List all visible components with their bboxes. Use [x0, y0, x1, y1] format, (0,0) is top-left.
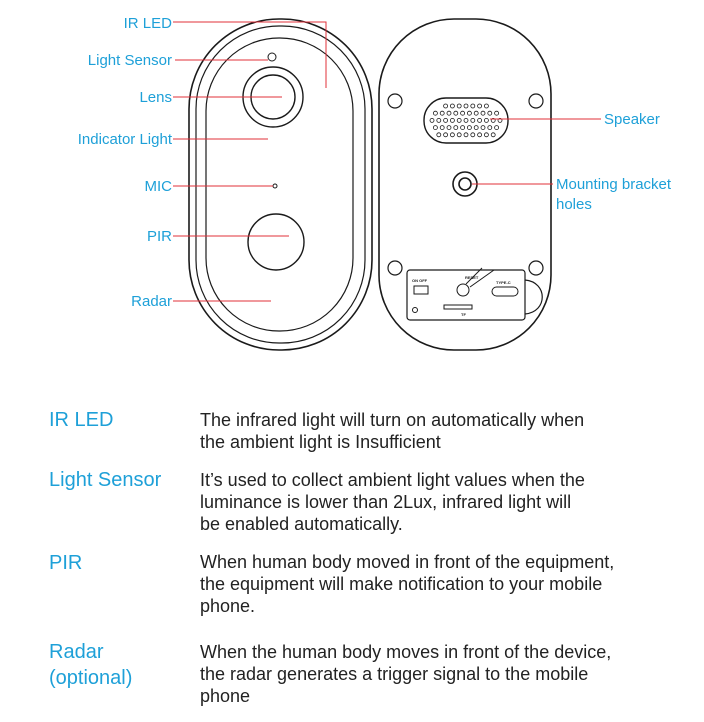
speaker-label: Speaker	[604, 111, 660, 128]
tf-text: TF	[461, 312, 466, 317]
device-diagram: ON OFF RESET TYPE-C TF IR LED Light Sens…	[78, 15, 672, 351]
speaker-hole	[463, 103, 469, 109]
desc-text: The infrared light will turn on automati…	[200, 410, 585, 452]
speaker-hole	[483, 103, 489, 109]
speaker-hole	[473, 125, 479, 130]
back-led-hole	[412, 307, 418, 313]
speaker-hole	[449, 118, 455, 123]
type-c-text: TYPE-C	[496, 280, 511, 285]
radar-label: Radar	[131, 293, 172, 310]
type-c-port	[491, 286, 519, 297]
pir-label: PIR	[147, 228, 172, 245]
tf-card-slot	[443, 304, 473, 310]
speaker-hole	[456, 132, 462, 138]
front-outer-shell	[188, 18, 373, 351]
reset-button	[456, 283, 470, 297]
speaker-hole	[483, 118, 489, 123]
back-screw-top-left	[387, 93, 403, 109]
speaker-hole	[494, 125, 500, 130]
speaker-hole	[466, 125, 472, 130]
mounting-label-line1: Mounting bracket	[556, 176, 672, 193]
lens-label: Lens	[139, 89, 172, 106]
desc-term: Radar (optional)	[49, 641, 133, 689]
speaker-grille	[423, 97, 509, 144]
speaker-hole	[477, 103, 483, 109]
speaker-hole	[480, 125, 486, 130]
speaker-hole	[436, 118, 442, 123]
speaker-hole	[470, 132, 476, 138]
speaker-hole	[456, 103, 462, 109]
speaker-hole	[487, 125, 493, 130]
mic-hole	[272, 183, 278, 189]
speaker-hole	[487, 110, 493, 116]
indicator-light-label: Indicator Light	[78, 131, 173, 148]
reset-line-2	[469, 269, 495, 288]
leader-lines	[173, 21, 601, 302]
speaker-hole	[477, 132, 483, 138]
speaker-hole	[446, 125, 452, 130]
front-face	[205, 37, 354, 332]
speaker-hole	[443, 132, 449, 138]
speaker-hole	[439, 110, 445, 116]
desc-text: When human body moved in front of the eq…	[200, 552, 615, 616]
mic-label: MIC	[145, 178, 173, 195]
speaker-hole	[443, 118, 449, 123]
speaker-hole	[477, 118, 483, 123]
speaker-hole	[460, 125, 466, 130]
back-screw-bottom-right	[528, 260, 544, 276]
desc-text: It’s used to collect ambient light value…	[200, 470, 585, 534]
reset-line	[465, 267, 483, 285]
speaker-hole	[436, 132, 442, 138]
speaker-hole	[463, 118, 469, 123]
port-panel-bump	[524, 279, 543, 315]
on-off-text: ON OFF	[412, 278, 428, 283]
ir-led-leader	[173, 21, 327, 88]
desc-term: PIR	[49, 552, 83, 574]
speaker-hole	[470, 103, 476, 109]
on-off-switch	[413, 285, 429, 295]
speaker-hole	[483, 132, 489, 138]
speaker-hole	[470, 118, 476, 123]
light-sensor-dot	[267, 52, 277, 62]
speaker-holes	[429, 103, 503, 138]
desc-term: Light Sensor	[49, 469, 162, 491]
back-screw-top-right	[528, 93, 544, 109]
ir-led-label: IR LED	[124, 15, 173, 32]
mounting-hole-inner	[458, 177, 472, 191]
front-view	[188, 18, 373, 351]
speaker-hole	[494, 110, 500, 116]
speaker-hole	[432, 110, 438, 116]
speaker-hole	[466, 110, 472, 116]
speaker-hole	[497, 118, 503, 123]
back-screw-bottom-left	[387, 260, 403, 276]
pir-lens	[247, 213, 305, 271]
speaker-hole	[449, 103, 455, 109]
speaker-hole	[432, 125, 438, 130]
speaker-hole	[490, 132, 496, 138]
light-sensor-label: Light Sensor	[88, 52, 172, 69]
speaker-hole	[429, 118, 435, 123]
port-panel	[406, 269, 526, 321]
speaker-hole	[453, 125, 459, 130]
speaker-hole	[473, 110, 479, 116]
speaker-hole	[446, 110, 452, 116]
desc-text: When the human body moves in front of th…	[200, 642, 612, 706]
speaker-hole	[463, 132, 469, 138]
speaker-hole	[456, 118, 462, 123]
front-bezel	[195, 25, 366, 344]
reset-text: RESET	[465, 275, 479, 280]
mounting-label-line2: holes	[556, 196, 592, 213]
speaker-hole	[490, 118, 496, 123]
speaker-hole	[460, 110, 466, 116]
speaker-hole	[443, 103, 449, 109]
desc-term: IR LED	[49, 409, 114, 431]
speaker-hole	[439, 125, 445, 130]
speaker-hole	[480, 110, 486, 116]
speaker-hole	[453, 110, 459, 116]
speaker-hole	[449, 132, 455, 138]
